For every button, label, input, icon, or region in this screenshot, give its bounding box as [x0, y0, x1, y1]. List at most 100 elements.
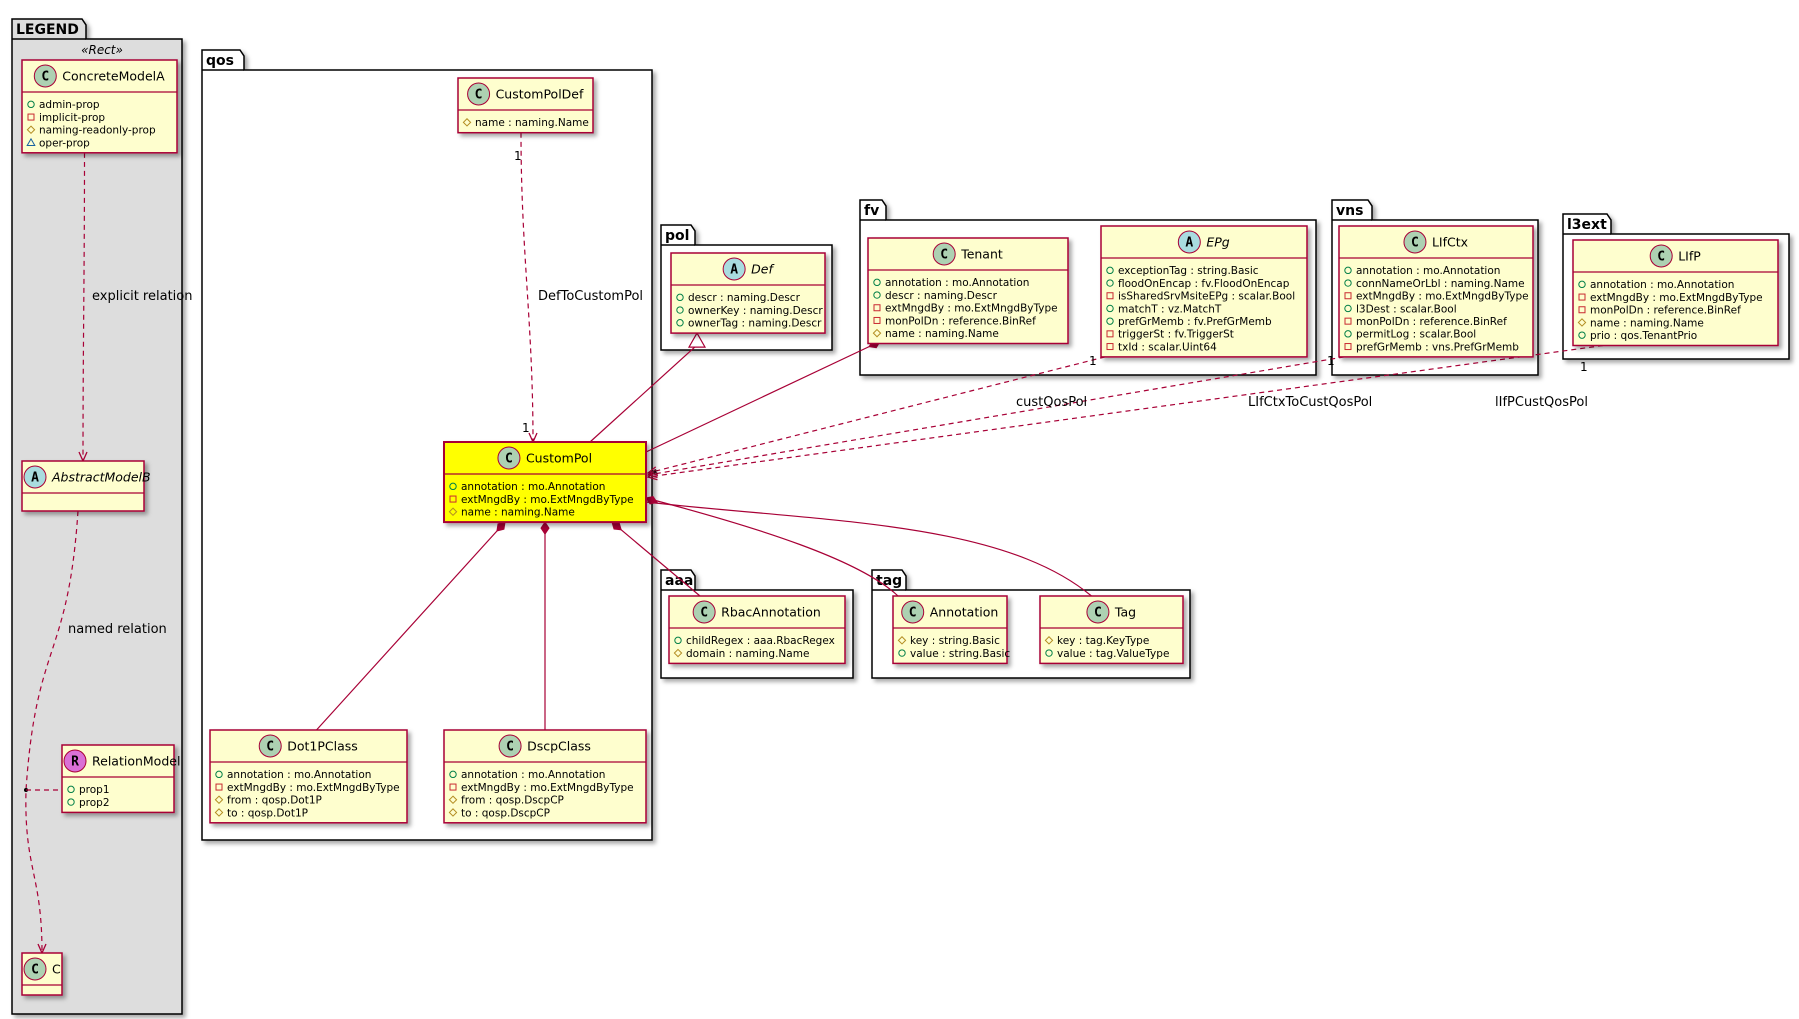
class-kind-letter: C — [475, 88, 483, 103]
public-visibility-icon — [1344, 279, 1352, 287]
private-visibility-icon — [215, 783, 223, 791]
class-box — [443, 441, 647, 524]
public-visibility-icon — [1578, 331, 1586, 339]
public-visibility-icon — [449, 770, 457, 779]
class-attribute: implicit-prop — [39, 112, 105, 124]
protected-visibility-icon — [214, 808, 224, 817]
class-attribute: admin-prop — [39, 99, 100, 111]
class-attribute: triggerSt : fv.TriggerSt — [1118, 329, 1234, 341]
public-visibility-icon — [676, 319, 684, 327]
class-kind-letter: C — [940, 248, 948, 263]
class-name: Def — [751, 262, 774, 277]
class-icon — [497, 446, 521, 470]
class-attribute: descr : naming.Descr — [688, 292, 801, 304]
named-relation-edge — [25, 510, 79, 954]
public-visibility-icon — [898, 649, 906, 657]
class-attribute: from : qosp.DscpCP — [461, 795, 564, 807]
private-visibility-icon — [1106, 330, 1114, 338]
package-stereotype: «Rect» — [81, 43, 123, 57]
protected-visibility-icon — [872, 328, 882, 338]
package-title: LEGEND — [16, 22, 79, 38]
class-box — [209, 729, 408, 824]
public-visibility-icon — [1106, 317, 1114, 325]
class-box — [867, 237, 1069, 345]
class-icon — [692, 600, 716, 624]
class-name: C — [52, 962, 61, 977]
class-kind-letter: C — [909, 606, 917, 621]
package-legend: LEGEND«Rect» — [11, 18, 183, 1015]
multiplicity-label: 1 — [514, 149, 522, 163]
dot1pclass-composition-edge — [316, 521, 506, 731]
class-attribute: descr : naming.Descr — [885, 290, 998, 302]
class-attribute: annotation : mo.Annotation — [885, 277, 1029, 289]
rbacannotation-composition-edge — [611, 521, 701, 597]
class-attribute: annotation : mo.Annotation — [1356, 265, 1500, 277]
class-attribute: domain : naming.Name — [686, 648, 809, 660]
class-kind-letter: C — [505, 452, 513, 467]
package-title: tag — [876, 573, 902, 589]
class-icon — [33, 64, 57, 88]
class-attribute: extMngdBy : mo.ExtMngdByType — [461, 782, 634, 794]
multiplicity-label: 1 — [1327, 354, 1335, 368]
class-attribute: childRegex : aaa.RbacRegex — [686, 635, 835, 647]
public-visibility-icon — [873, 291, 881, 299]
class-icon — [23, 957, 47, 981]
relation-label: DefToCustomPol — [538, 289, 643, 304]
relation-label: LIfCtxToCustQosPol — [1248, 395, 1372, 410]
class-attribute: floodOnEncap : fv.FloodOnEncap — [1118, 278, 1290, 290]
class-icon — [1649, 244, 1673, 268]
public-visibility-icon — [674, 636, 682, 645]
class-attribute: ownerKey : naming.Descr — [688, 305, 823, 317]
class-name: LIfCtx — [1432, 235, 1468, 250]
public-visibility-icon — [1578, 280, 1586, 289]
composition-diamond — [496, 521, 506, 532]
public-visibility-icon — [1106, 304, 1114, 313]
class-attribute: monPolDn : reference.BinRef — [1356, 316, 1507, 328]
class-attribute: to : qosp.Dot1P — [227, 807, 308, 819]
class-attribute: key : tag.KeyType — [1057, 635, 1149, 647]
custqospol-edge — [647, 356, 1106, 474]
class-name: Tag — [1114, 605, 1136, 620]
package-title: pol — [665, 228, 689, 244]
private-visibility-icon — [449, 783, 457, 791]
protected-visibility-icon — [448, 507, 458, 517]
multiplicity-label: 1 — [1089, 354, 1097, 368]
class-attribute: key : string.Basic — [910, 635, 1000, 647]
explicit-relation-edge — [82, 152, 86, 462]
private-visibility-icon — [1344, 292, 1352, 300]
protected-visibility-icon — [673, 648, 683, 658]
public-visibility-icon — [1106, 279, 1114, 287]
class-attribute: annotation : mo.Annotation — [461, 481, 605, 493]
class-attribute: monPolDn : reference.BinRef — [885, 315, 1036, 327]
package-title: qos — [206, 53, 234, 69]
private-visibility-icon — [1344, 343, 1352, 351]
class-kind-letter: R — [71, 755, 79, 770]
protected-visibility-icon — [897, 636, 907, 645]
private-visibility-icon — [1106, 343, 1114, 351]
class-name: AbstractModelB — [51, 470, 151, 485]
relation-label: explicit relation — [92, 289, 192, 304]
class-attribute: extMngdBy : mo.ExtMngdByType — [885, 303, 1058, 315]
class-name: LIfP — [1678, 249, 1701, 264]
arrowhead — [646, 466, 658, 476]
package-frame — [11, 18, 183, 1015]
class-attribute: name : naming.Name — [475, 117, 589, 129]
